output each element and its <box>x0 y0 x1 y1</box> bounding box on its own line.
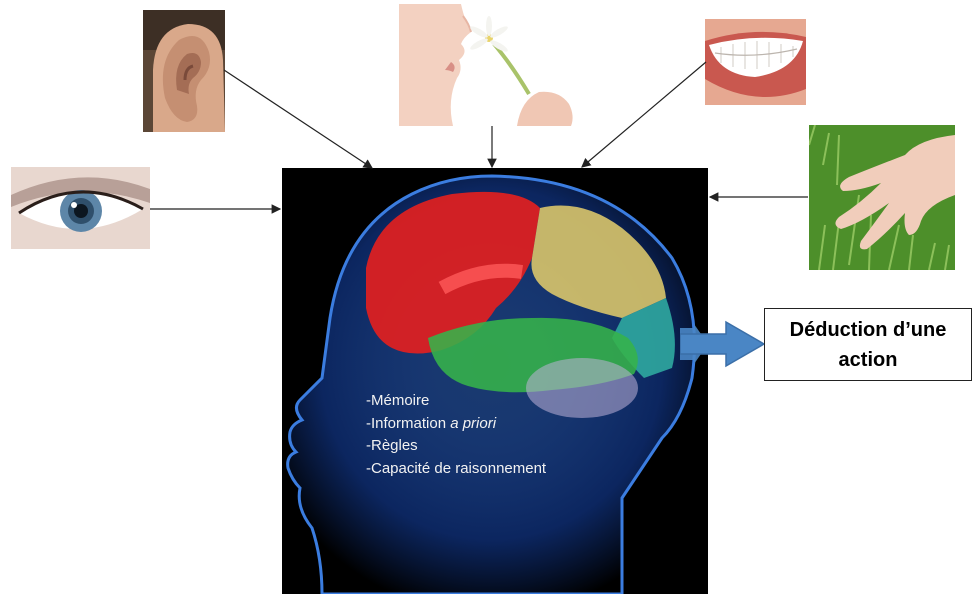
arrow-mouth <box>582 62 706 167</box>
arrow-ear <box>224 70 372 168</box>
